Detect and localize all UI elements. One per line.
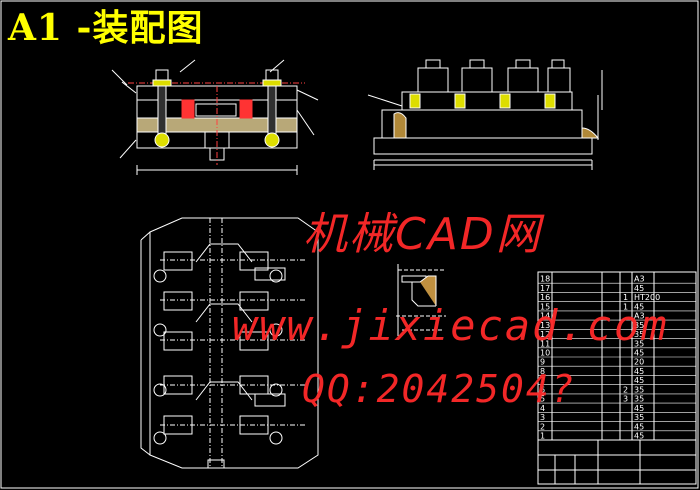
bom-item-number: 11 xyxy=(540,339,550,348)
bom-item-material: 35 xyxy=(634,339,644,348)
bom-item-quantity: 3 xyxy=(623,395,628,404)
bom-item-number: 14 xyxy=(540,312,550,321)
bom-item-number: 6 xyxy=(540,385,545,394)
bom-item-number: 18 xyxy=(540,275,550,284)
watermark-qq: QQ:2042504? xyxy=(302,367,576,411)
bom-item-quantity: 1 xyxy=(623,293,628,302)
front-section-view xyxy=(111,59,319,175)
bom-item-material: A3 xyxy=(634,312,645,321)
bom-item-number: 12 xyxy=(540,330,550,339)
bom-item-material: 35 xyxy=(634,321,644,330)
bom-item-material: 45 xyxy=(634,404,644,413)
plan-view xyxy=(140,217,319,469)
bom-item-material: 45 xyxy=(634,422,644,431)
bom-item-material: 45 xyxy=(634,284,644,293)
bom-item-number: 17 xyxy=(540,284,550,293)
bom-item-number: 9 xyxy=(540,358,545,367)
bom-item-number: 8 xyxy=(540,367,545,376)
bom-item-material: 45 xyxy=(634,376,644,385)
side-view xyxy=(367,59,603,170)
bom-item-quantity: 2 xyxy=(623,385,628,394)
bom-item-number: 5 xyxy=(540,395,545,404)
bom-item-number: 10 xyxy=(540,349,550,358)
bom-item-number: 1 xyxy=(540,432,545,441)
drawing-title: A1 -装配图 xyxy=(8,7,204,49)
watermark-site-cn: 机械CAD网 xyxy=(303,209,542,260)
bom-item-number: 16 xyxy=(540,293,550,302)
bom-item-material: 35 xyxy=(634,413,644,422)
bom-item-number: 4 xyxy=(540,404,545,413)
bom-item-material: 35 xyxy=(634,330,644,339)
bom-item-material: 45 xyxy=(634,432,644,441)
bom-item-material: 45 xyxy=(634,302,644,311)
bom-item-material: 45 xyxy=(634,367,644,376)
bom-item-material: A3 xyxy=(634,275,645,284)
bom-item-material: 45 xyxy=(634,349,644,358)
bom-item-number: 2 xyxy=(540,422,545,431)
bom-item-material: HT200 xyxy=(634,293,660,302)
bom-item-number: 7 xyxy=(540,376,545,385)
bom-item-quantity: 1 xyxy=(623,302,628,311)
bom-item-number: 13 xyxy=(540,321,550,330)
bom-item-number: 3 xyxy=(540,413,545,422)
bom-item-material: 35 xyxy=(634,385,644,394)
watermark-site-url: www.jixiecad.com xyxy=(232,301,669,350)
bom-item-number: 15 xyxy=(540,302,550,311)
bom-item-material: 35 xyxy=(634,395,644,404)
bom-item-material: 20 xyxy=(634,358,644,367)
detail-view xyxy=(396,264,446,336)
